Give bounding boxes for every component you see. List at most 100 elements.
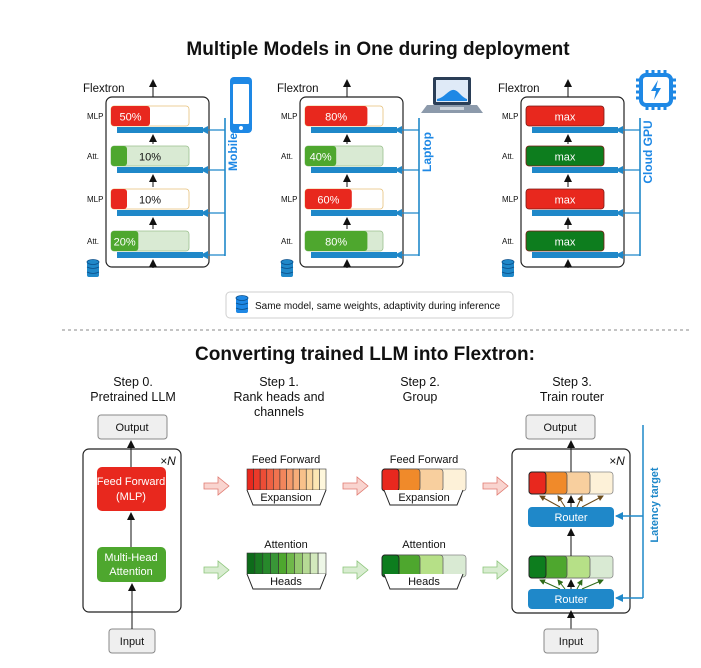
layer-capacity-value: max	[555, 112, 576, 124]
router-strip	[117, 210, 203, 216]
layer-type-label: MLP	[281, 112, 297, 121]
layer-type-label: MLP	[502, 195, 518, 204]
step0-desc: Pretrained LLM	[90, 390, 175, 404]
step2-label: Step 2.	[400, 375, 440, 389]
database-icon	[501, 259, 515, 277]
layer-capacity-value: 60%	[317, 195, 339, 207]
ranked-unit	[301, 552, 311, 575]
ranked-unit	[292, 468, 300, 491]
database-icon	[235, 295, 249, 313]
top-title: Multiple Models in One during deployment	[186, 39, 570, 60]
step0-pretrained-llm: Output ×N Feed Forward (MLP) Multi-Head …	[82, 414, 182, 654]
input-label-2: Input	[559, 636, 583, 648]
ranked-unit	[262, 552, 271, 575]
layer-capacity-fill	[305, 231, 368, 251]
panel-frame	[520, 96, 625, 268]
step3-desc: Train router	[540, 390, 604, 404]
step-arrows	[203, 476, 509, 580]
step3-label: Step 3.	[552, 375, 592, 389]
layer-capacity-value: 80%	[325, 237, 347, 249]
layer-capacity-fill	[305, 189, 352, 209]
database-icon	[86, 259, 100, 277]
mha-block	[97, 547, 166, 582]
heads-label-2: Heads	[408, 576, 440, 588]
ranked-unit	[286, 552, 295, 575]
panel-frame	[105, 96, 210, 268]
ff-ranked-channels	[246, 468, 327, 491]
ff-title: Feed Forward	[252, 454, 320, 466]
step2-desc: Group	[403, 390, 438, 404]
output-box	[97, 414, 168, 440]
layer-capacity-value: 50%	[119, 112, 141, 124]
layer-type-label: Att.	[281, 237, 293, 246]
heads-label: Heads	[270, 576, 302, 588]
layer-type-label: Att.	[502, 152, 514, 161]
layer-type-label: Att.	[87, 152, 99, 161]
ff-label-1: Feed Forward	[97, 476, 165, 488]
layer-type-label: MLP	[87, 112, 103, 121]
router-strip	[117, 167, 203, 173]
mobile-phone-icon	[230, 77, 252, 133]
router-strip	[117, 252, 203, 258]
cloud-gpu-chip-icon	[636, 70, 676, 110]
times-n-label: ×N	[160, 454, 176, 468]
step1-desc-line1: Rank heads and	[233, 390, 324, 404]
layer-capacity-bar	[525, 145, 605, 167]
step1-rank: Feed Forward Expansion Attention Heads	[246, 454, 327, 590]
output-label-2: Output	[543, 422, 576, 434]
flextron-label: Flextron	[498, 83, 540, 95]
router-label-top: Router	[554, 512, 587, 524]
ranked-unit	[279, 468, 287, 491]
mha-label-1: Multi-Head	[104, 552, 157, 564]
ranked-unit	[253, 468, 261, 491]
bottom-title: Converting trained LLM into Flextron:	[195, 344, 535, 365]
step1-label: Step 1.	[259, 375, 299, 389]
layer-capacity-value: 20%	[114, 237, 136, 249]
layer-capacity-bar	[525, 230, 605, 252]
step1-desc-line2: channels	[254, 405, 304, 419]
ranked-unit	[246, 468, 254, 491]
router-strip	[532, 252, 618, 258]
latency-target-label: Latency target	[649, 467, 661, 543]
ranked-unit	[270, 552, 279, 575]
layer-capacity-value: 40%	[310, 152, 332, 164]
input-box-2	[543, 628, 599, 654]
ranked-unit	[246, 552, 256, 575]
ranked-unit	[259, 468, 268, 491]
ranked-unit	[254, 552, 264, 575]
expansion-label-2: Expansion	[398, 492, 449, 504]
layer-capacity-fill	[111, 146, 127, 166]
note-box: Same model, same weights, adaptivity dur…	[225, 291, 514, 319]
ranked-unit	[319, 468, 327, 491]
times-n-label-2: ×N	[609, 454, 625, 468]
layer-type-label: MLP	[502, 112, 518, 121]
ranked-unit	[286, 468, 294, 491]
output-label: Output	[115, 422, 148, 434]
ranked-unit	[312, 468, 320, 491]
ranked-unit	[299, 468, 307, 491]
router-strip	[532, 210, 618, 216]
flextron-label: Flextron	[83, 83, 125, 95]
ranked-unit	[278, 552, 287, 575]
input-label: Input	[120, 636, 144, 648]
layer-capacity-bar	[525, 188, 605, 210]
layer-capacity-value: 10%	[139, 152, 161, 164]
mha-label-2: Attention	[109, 566, 152, 578]
database-icon	[280, 259, 294, 277]
ranked-unit	[317, 552, 327, 575]
layer-type-label: MLP	[281, 195, 297, 204]
step-headers: Step 0. Pretrained LLM Step 1. Rank head…	[90, 375, 604, 419]
device-label: Mobile	[226, 133, 240, 171]
step0-label: Step 0.	[113, 375, 153, 389]
laptop-icon	[421, 77, 483, 113]
layer-capacity-fill	[305, 106, 368, 126]
layer-capacity-value: 10%	[139, 195, 161, 207]
ranked-unit	[294, 552, 303, 575]
router-strip	[532, 127, 618, 133]
router-strip	[311, 167, 397, 173]
output-box-2	[525, 414, 596, 440]
